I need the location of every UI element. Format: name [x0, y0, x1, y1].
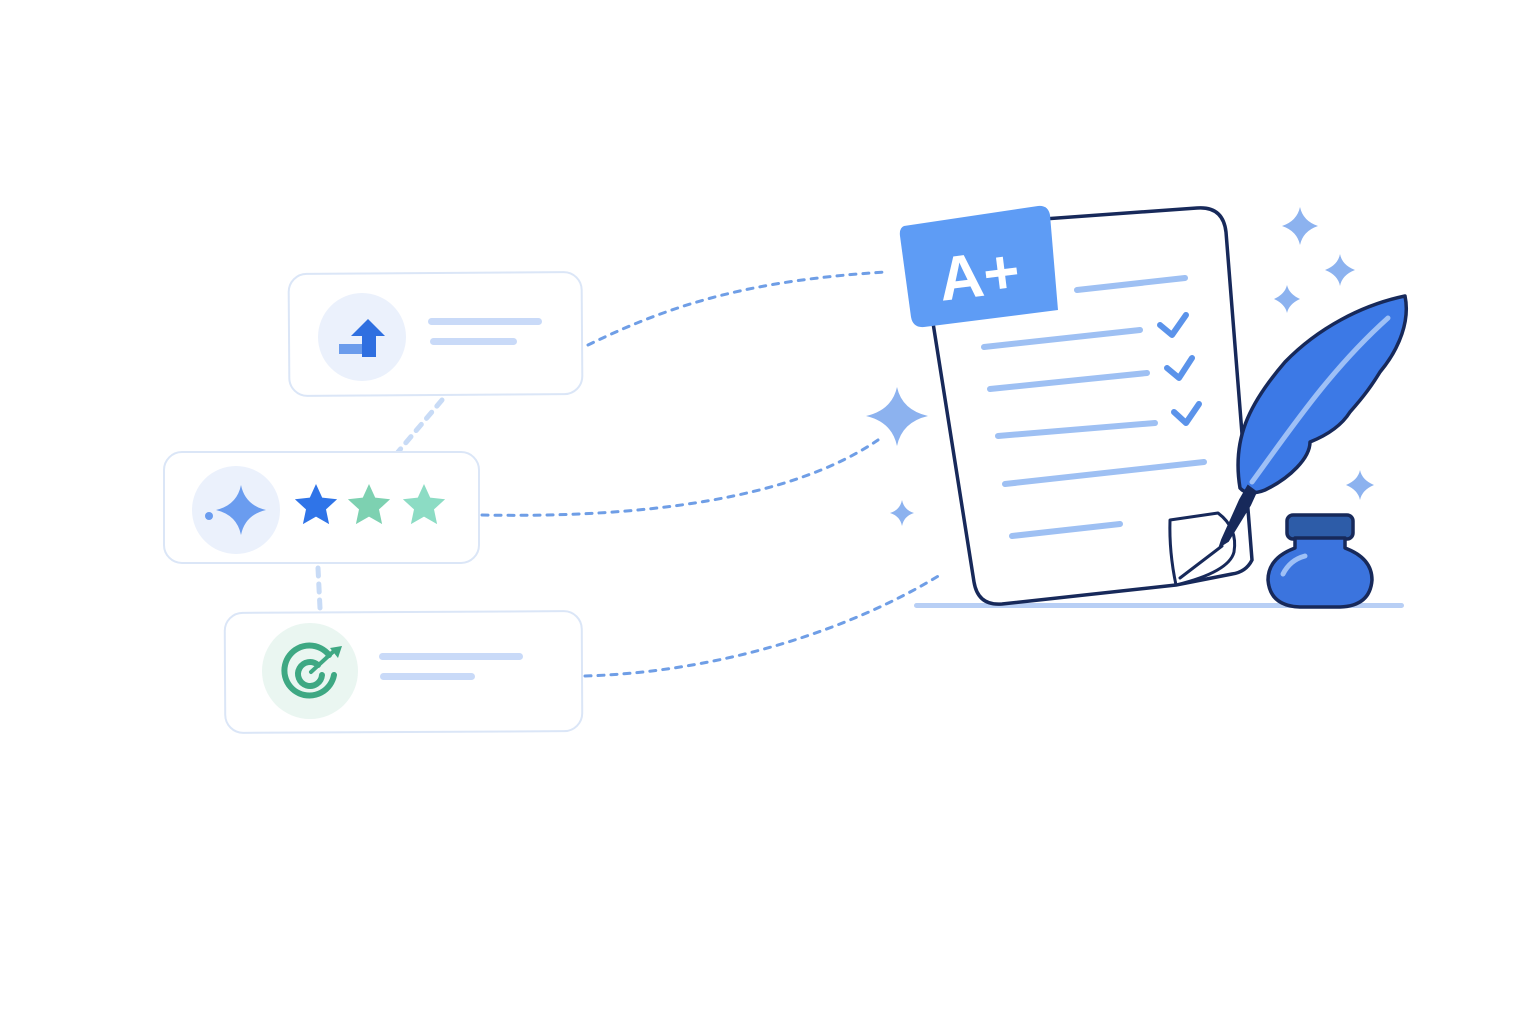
sparkle-icon [866, 387, 928, 446]
sparkle-icon [1325, 254, 1355, 286]
document-line [1009, 521, 1123, 539]
sparkle-icon [1274, 285, 1300, 313]
card-target [223, 610, 584, 734]
text-placeholder-line [380, 673, 475, 680]
document-line [987, 370, 1150, 392]
text-placeholder-line [379, 653, 523, 660]
star-filled-icon [294, 484, 338, 525]
graded-document: A+ [899, 205, 1254, 606]
star-empty-icon [402, 484, 446, 525]
ink-bottle-icon [1266, 513, 1374, 609]
check-icon [1157, 312, 1189, 338]
grade-badge-label: A+ [935, 236, 1024, 314]
connector-card2-to-sparkle [480, 438, 880, 517]
text-placeholder-line [428, 318, 542, 325]
decor-sparkles [866, 207, 1374, 526]
text-placeholder-line [430, 338, 517, 345]
card-links [315, 397, 445, 611]
check-icon [1171, 401, 1202, 426]
card-rating [163, 451, 480, 564]
document-line [995, 420, 1158, 439]
sparkle-icon [1282, 207, 1318, 245]
sparkle-dot [205, 512, 213, 520]
quill-nib [1218, 484, 1258, 549]
grade-badge: A+ [899, 205, 1058, 328]
grade-badge-background [899, 205, 1058, 328]
arrow-up-icon [339, 319, 385, 357]
document-checkmarks [1157, 312, 1202, 426]
connector-lines [480, 270, 942, 678]
check-icon [1164, 355, 1195, 381]
ink-bottle-body [1266, 536, 1374, 609]
star-rating [294, 484, 446, 525]
connector-card3-to-document [583, 573, 942, 678]
document-line [1002, 459, 1207, 487]
target-icon [281, 642, 342, 699]
card-link-2-3 [315, 565, 323, 611]
sparkle-icon [1346, 470, 1374, 500]
quill-nib-line [1178, 544, 1224, 580]
sparkle-icon [216, 485, 266, 535]
card-link-1-2 [395, 397, 445, 455]
document-line [1074, 275, 1188, 293]
ink-bottle-highlight [1280, 553, 1308, 577]
ink-bottle-cap [1285, 513, 1355, 541]
card-improvement [287, 271, 584, 397]
quill-shaft-highlight [1249, 315, 1391, 485]
document-line [981, 327, 1143, 350]
connector-card1-to-badge [586, 270, 887, 347]
quill-pen-icon [1178, 294, 1408, 580]
document-lines [981, 275, 1207, 539]
star-empty-icon [347, 484, 391, 525]
sparkle-icon [890, 500, 914, 526]
